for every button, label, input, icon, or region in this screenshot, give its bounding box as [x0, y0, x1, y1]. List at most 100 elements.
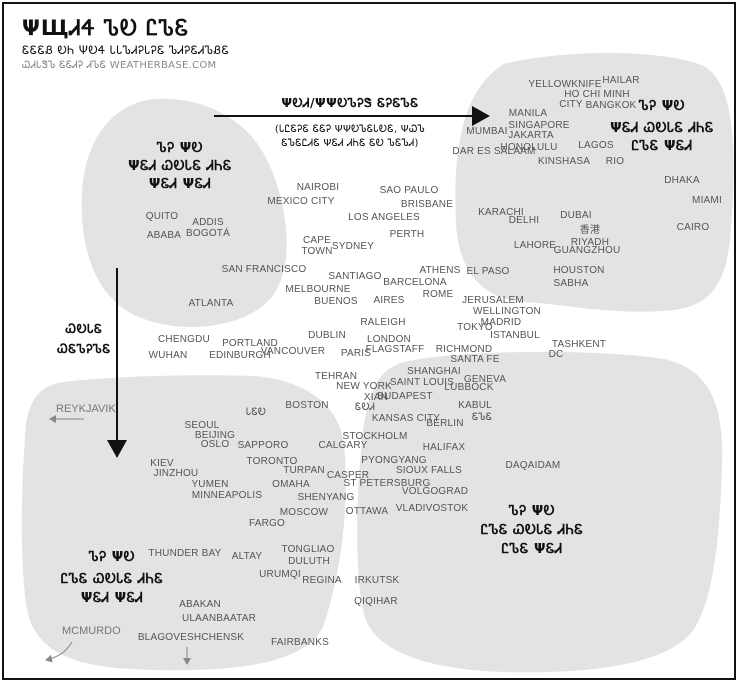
city-label: STOCKHOLM: [343, 431, 408, 442]
city-label: BEIJING: [195, 430, 235, 441]
city-label: BANGKOK: [586, 100, 637, 111]
city-label: DULUTH: [288, 556, 330, 567]
city-label: CASPER: [327, 470, 369, 481]
blob-top-right: [455, 52, 734, 312]
city-label: MINNEAPOLIS: [192, 490, 263, 501]
city-label: NEEDLES: [4, 4, 28, 7]
region-line: ΨᏋᏗ ΨᏋᏗ: [81, 590, 143, 606]
city-label: HONOLULU: [500, 142, 557, 153]
city-label: SYDNEY: [332, 241, 374, 252]
city-label: BARCELONA: [383, 277, 447, 288]
city-label: SAN FRANCISCO: [222, 264, 307, 275]
city-label: RICHMOND: [436, 344, 493, 355]
city-label: PYONGYANG: [361, 455, 427, 466]
city-label: TASHKENT: [552, 339, 606, 350]
city-label: JINZHOU: [154, 468, 199, 479]
city-label: SAO PAULO: [380, 185, 439, 196]
city-label: SIOUX FALLS: [396, 465, 462, 476]
city-label: RALEIGH: [360, 317, 405, 328]
city-label: ABABA: [147, 230, 181, 241]
city-label: XIAN: [364, 392, 388, 403]
region-line: ᏝᏖᏋ ᏇᎧᏓᏋ ᏗᏂᏋ: [61, 571, 164, 587]
city-label: TONGLIAO: [281, 544, 334, 555]
humidity-arrow-label: ΨᎧᏗ/ΨΨᎧᏖᎮᏕ ᏋᎮᏋᏖᏋ: [281, 95, 418, 110]
region-label-bottom-left: ᏖᎮ ΨᎧ ᏝᏖᏋ ᏇᎧᏓᏋ ᏗᏂᏋ ΨᏋᏗ ΨᏋᏗ: [61, 549, 164, 606]
region-label-top-left: ᏖᎮ ΨᎧ ΨᏋᏗ ᏇᎧᏓᏋ ᏗᏂᏋ ΨᏋᏗ ΨᏋᏗ: [128, 140, 232, 192]
city-label: ᏓᏋᎧ: [246, 407, 266, 418]
blob-top-left: [81, 98, 287, 327]
city-label: QUITO: [146, 211, 179, 222]
city-label: LUBBOCK: [444, 382, 493, 393]
city-label: DC: [549, 349, 564, 360]
city-label: ᏋᎧᏗ: [355, 402, 375, 413]
city-label: SABHA: [554, 278, 589, 289]
city-label: JERUSALEM: [462, 295, 524, 306]
city-label: DAR ES SALAAM: [452, 146, 535, 157]
city-label: KARACHI: [478, 207, 524, 218]
city-label: ST PETERSBURG: [344, 478, 431, 489]
city-label: TEHRAN: [315, 371, 357, 382]
comic-subtitle: ᏋᏋᏋᏰ ᎧᏂ ΨᎧᏎ ᏓᏓᏖᏗᎮᏓᎮᏋ ᏖᏗᎮᏋᏗᏖᏰᏋ: [22, 43, 229, 57]
city-label: URUMQI: [259, 569, 301, 580]
city-label: DHAKA: [664, 175, 700, 186]
city-label: PARIS: [341, 348, 371, 359]
region-line: ᏝᏖᏋ ΨᏋᏗ: [632, 138, 693, 154]
city-label: AIRES: [373, 295, 404, 306]
city-label: BUDAPEST: [377, 391, 433, 402]
city-label: ATLANTA: [189, 298, 234, 309]
region-line: ᏝᏖᏋ ΨᏋᏗ: [502, 541, 563, 557]
winter-arrow-label: ᏇᏋᏖᎮᏖᏋ: [56, 341, 110, 356]
city-label: GUANGZHOU: [554, 245, 621, 256]
region-line: ᏝᏖᏋ ᏇᎧᏓᏋ ᏗᏂᏋ: [481, 522, 584, 538]
city-label: ALTAY: [232, 551, 263, 562]
city-label: FAIRBANKS: [271, 637, 329, 648]
city-label: VANCOUVER: [261, 346, 325, 357]
city-label: BOGOTÁ: [186, 226, 230, 239]
city-label: MEXICO CITY: [267, 196, 334, 207]
city-label: MUMBAI: [466, 126, 507, 137]
city-label: HALIFAX: [423, 442, 466, 453]
city-label: OSLO: [201, 439, 230, 450]
city-label: SANTA FE: [450, 354, 499, 365]
region-line: ᏖᎮ ΨᎧ: [88, 549, 135, 565]
city-label: KANSAS CITY: [372, 413, 440, 424]
city-label: KABUL: [458, 400, 492, 411]
city-label: CITY: [559, 99, 583, 110]
city-label: WUHAN: [149, 350, 188, 361]
city-label: SAINT LOUIS: [390, 377, 454, 388]
city-label: SANTIAGO: [328, 271, 381, 282]
city-label: BLAGOVESHCHENSK: [138, 632, 244, 643]
city-label: PERTH: [390, 229, 425, 240]
blob-bottom-right: [357, 351, 723, 673]
city-label: BRISBANE: [401, 199, 453, 210]
city-label: SAPPORO: [238, 440, 289, 451]
city-label: DELHI: [509, 215, 539, 226]
city-label: HO CHI MINH: [564, 89, 630, 100]
city-label: KINSHASA: [538, 156, 590, 167]
region-label-bottom-right: ᏖᎮ ΨᎧ ᏝᏖᏋ ᏇᎧᏓᏋ ᏗᏂᏋ ᏝᏖᏋ ΨᏋᏗ: [481, 503, 584, 557]
city-label: CALGARY: [318, 440, 367, 451]
region-label-top-right: ᏖᎮ ΨᎧ ΨᏋᏗ ᏇᎧᏓᏋ ᏗᏂᏋ ᏝᏖᏋ ΨᏋᏗ: [610, 98, 713, 154]
city-label: TORONTO: [246, 456, 297, 467]
city-label: MANILA: [509, 108, 548, 119]
city-label: FLAGSTAFF: [366, 344, 425, 355]
humidity-arrow-note: (ᏓᏝᏋᎮᏋ ᏋᏋᎮ ΨΨᎧᏖᏋᏓᎧᏋ, ΨᏇᏖ: [275, 124, 425, 135]
city-label: HAILAR: [602, 75, 639, 86]
city-label: ADDIS: [192, 217, 224, 228]
city-label: TOKYO: [457, 322, 493, 333]
city-label: EDINBURGH: [209, 350, 271, 361]
humidity-arrow-note: ᏋᏖᏋᏝᏗᏋ ΨᏋᏗ ᏗᏂᏋ ᏋᎧ ᏖᏋᏖᏗ): [281, 138, 418, 149]
city-label: LAGOS: [578, 140, 614, 151]
climate-map-diagram: ΨЩᏗᏎ ᏖᎧ ᏝᏖᏋ ᏋᏋᏋᏰ ᎧᏂ ΨᎧᏎ ᏓᏓᏖᏗᎮᏓᎮᏋ ᏖᏗᎮᏋᏗᏖᏰ…: [4, 4, 734, 673]
city-label: HOUSTON: [553, 265, 604, 276]
edge-city-label: MCMURDO: [62, 625, 121, 637]
city-label: MIAMI: [692, 195, 722, 206]
city-label: OMAHA: [272, 479, 310, 490]
region-line: ᏖᎮ ΨᎧ: [156, 140, 203, 156]
edge-arrow: [45, 641, 73, 663]
region-line: ΨᏋᏗ ᏇᎧᏓᏋ ᏗᏂᏋ: [128, 158, 232, 174]
city-label: THUNDER BAY: [148, 548, 221, 559]
city-label: KIEV: [150, 458, 174, 469]
